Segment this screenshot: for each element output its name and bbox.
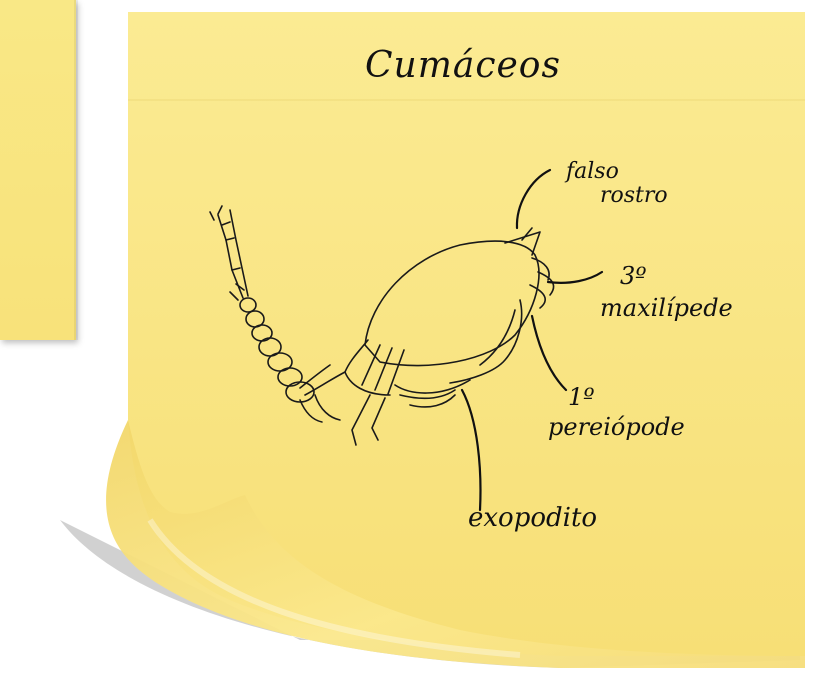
label-maxilipede-text: maxilípede xyxy=(600,292,733,324)
label-falso-rostro-line1: falso xyxy=(566,160,668,184)
label-maxilipede: 3º maxilípede xyxy=(600,260,733,324)
label-falso-rostro-line2: rostro xyxy=(566,184,668,208)
note-title: Cumáceos xyxy=(365,48,561,84)
label-maxilipede-number: 3º xyxy=(600,260,733,292)
label-pereiopode-text: pereiópode xyxy=(548,412,685,442)
label-pereiopode-number: 1º xyxy=(548,382,685,412)
label-pereiopode: 1º pereiópode xyxy=(548,382,685,442)
label-falso-rostro: falso rostro xyxy=(566,160,668,208)
label-exopodito: exopodito xyxy=(468,505,597,531)
